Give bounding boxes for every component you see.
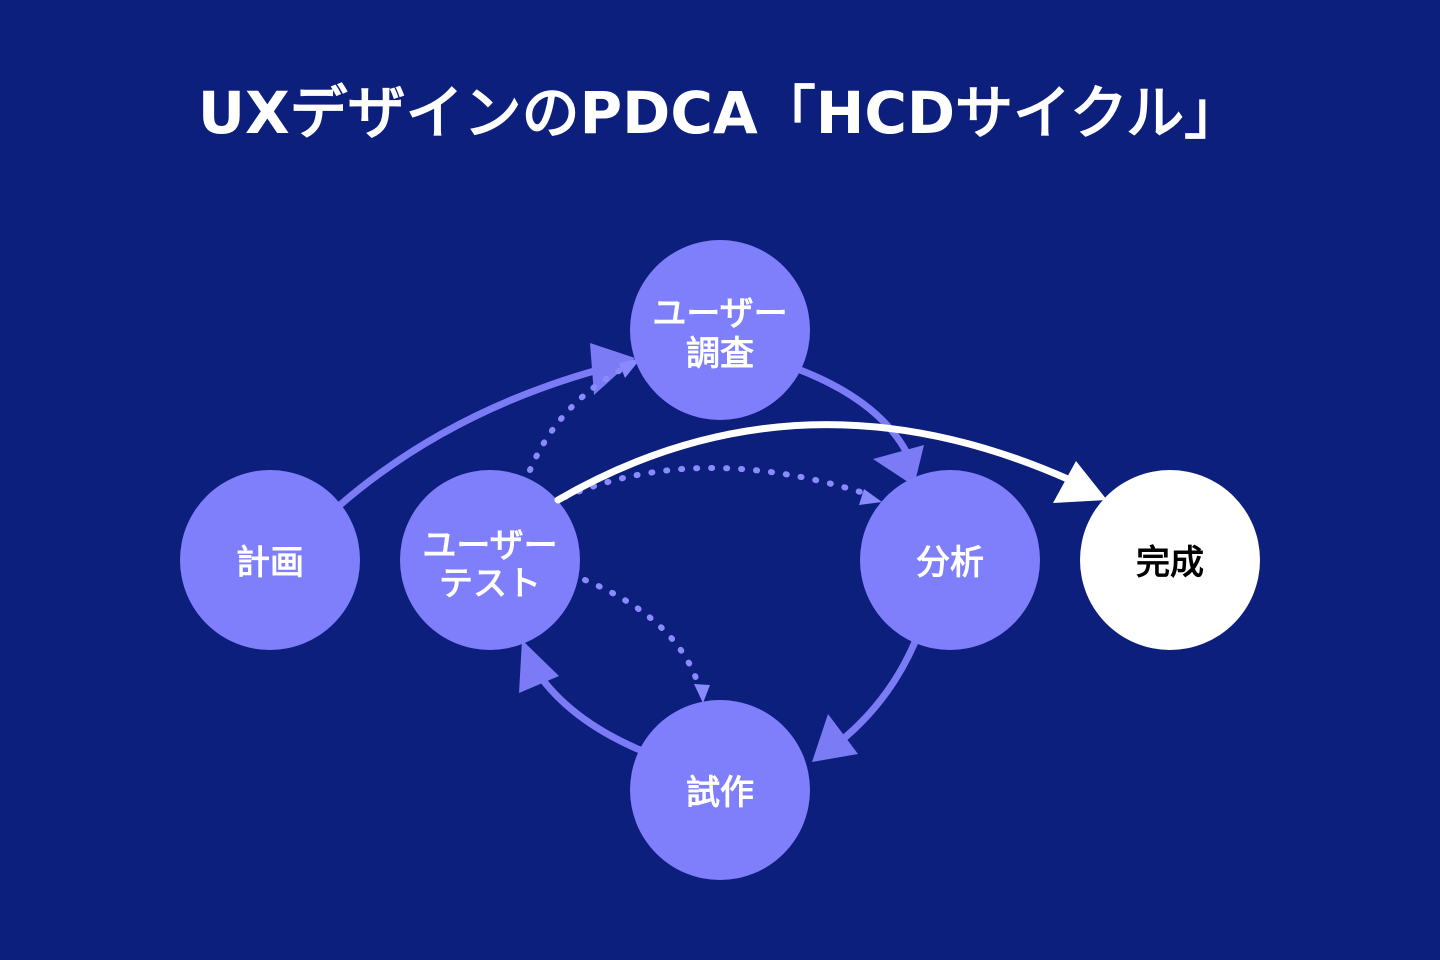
label-prototype: 試作 xyxy=(686,773,754,813)
page-title: UXデザインのPDCA「HCDサイクル」 xyxy=(197,79,1243,147)
arrow-test-to-complete xyxy=(554,421,1074,504)
feedback-arrows xyxy=(527,362,873,693)
label-test-line1: ユーザー xyxy=(422,526,557,566)
arrow-plan-to-research xyxy=(336,364,609,509)
node-complete xyxy=(1080,470,1260,650)
dotted-test-to-analysis xyxy=(562,465,873,500)
arrowhead-prototype xyxy=(812,714,858,762)
node-research xyxy=(630,240,810,420)
arrow-prototype-to-test xyxy=(533,668,644,754)
cycle-arrows xyxy=(336,364,919,754)
node-analysis xyxy=(860,470,1040,650)
nodes xyxy=(180,240,1260,880)
node-plan xyxy=(180,470,360,650)
label-test-line2: テスト xyxy=(439,564,541,604)
cycle-arrowheads xyxy=(519,343,924,762)
arrow-analysis-to-prototype xyxy=(838,638,919,744)
node-prototype xyxy=(630,700,810,880)
dotted-arrowhead-analysis xyxy=(859,489,882,505)
dotted-test-to-research xyxy=(527,362,633,473)
completion-arrow xyxy=(554,421,1107,504)
arrowhead-analysis xyxy=(873,445,924,486)
node-labels: 計画 ユーザー 調査 分析 試作 ユーザー テスト 完成 xyxy=(236,294,1204,813)
label-complete: 完成 xyxy=(1136,543,1204,583)
arrowhead-test xyxy=(519,640,559,693)
dotted-arrowhead-prototype xyxy=(694,684,710,703)
label-research-line1: ユーザー xyxy=(652,294,787,334)
arrowhead-research xyxy=(590,343,635,395)
arrow-research-to-analysis xyxy=(791,364,912,459)
label-analysis: 分析 xyxy=(916,543,984,583)
dotted-arrowhead-research xyxy=(619,358,641,378)
label-plan: 計画 xyxy=(236,543,304,583)
arrowhead-complete xyxy=(1053,461,1107,503)
node-test xyxy=(400,470,580,650)
dotted-test-to-prototype xyxy=(582,577,703,693)
feedback-arrowheads xyxy=(619,358,882,703)
label-research-line2: 調査 xyxy=(686,334,754,374)
